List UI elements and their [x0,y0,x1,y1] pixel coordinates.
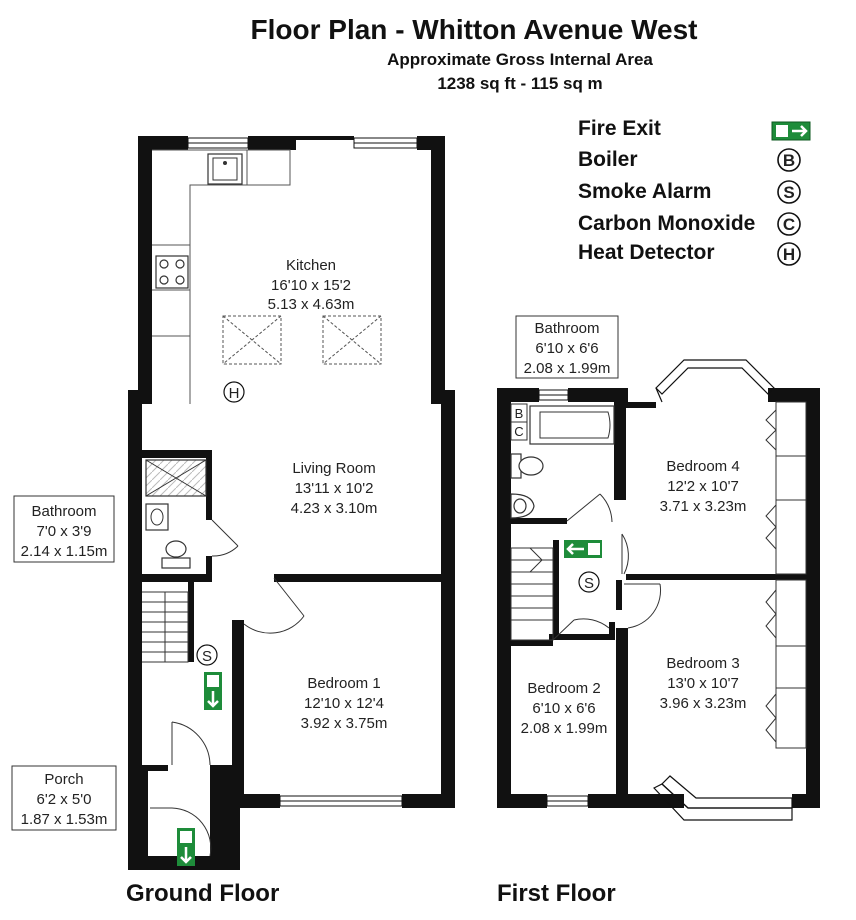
wardrobes-bedroom4 [765,401,807,575]
svg-text:Living Room: Living Room [292,460,375,477]
svg-text:Bedroom 1: Bedroom 1 [307,675,380,692]
svg-text:Bathroom: Bathroom [31,503,96,520]
svg-text:1.87 x 1.53m: 1.87 x 1.53m [21,811,108,828]
legend-boiler-label: Boiler [578,148,638,171]
fire-exit-icon [771,121,811,141]
ground-floor-label: Ground Floor [126,880,280,907]
svg-text:Porch: Porch [44,771,83,788]
smoke-alarm-icon: S [777,180,801,204]
kitchen-units [152,149,291,404]
legend-fire-exit-label: Fire Exit [578,117,661,140]
bedroom3-label: Bedroom 3 13'0 x 10'7 3.96 x 3.23m [660,655,747,712]
bedroom2-label: Bedroom 2 6'10 x 6'6 2.08 x 1.99m [521,680,608,737]
bedroom4-label: Bedroom 4 12'2 x 10'7 3.71 x 3.23m [660,458,747,515]
first-bathroom-door [566,493,613,523]
first-floor-label: First Floor [497,880,616,907]
svg-text:3.71 x 3.23m: 3.71 x 3.23m [660,498,747,515]
legend-carbon-monoxide-label: Carbon Monoxide [578,212,756,235]
carbon-monoxide-icon: C [777,212,801,236]
svg-text:C: C [783,215,795,234]
first-bathroom-label-box: Bathroom 6'10 x 6'6 2.08 x 1.99m [515,315,619,379]
first-floor-windows [538,389,589,807]
sink-icon [207,153,243,185]
smoke-alarm-marker: S [196,644,218,666]
svg-text:2.14 x 1.15m: 2.14 x 1.15m [21,543,108,560]
svg-text:Bedroom 4: Bedroom 4 [666,458,739,475]
wardrobes-bedroom3 [765,579,807,749]
legend-smoke-alarm-label: Smoke Alarm [578,180,712,203]
toilet-icon [161,540,191,569]
boiler-marker: B [510,403,528,423]
svg-text:S: S [584,575,594,592]
svg-text:5.13 x 4.63m: 5.13 x 4.63m [268,296,355,313]
svg-text:6'10 x 6'6: 6'10 x 6'6 [535,340,598,357]
heat-detector-icon: H [777,242,801,266]
kitchen-label: Kitchen 16'10 x 15'2 5.13 x 4.63m [268,257,355,313]
svg-text:7'0 x 3'9: 7'0 x 3'9 [37,523,92,540]
bath-icon [529,405,615,445]
ground-floor-walls [128,136,455,870]
porch-door [150,807,212,857]
basin-icon-first [510,493,535,519]
svg-text:S: S [202,648,212,665]
plan-area: 1238 sq ft - 115 sq m [437,74,603,93]
svg-text:H: H [783,245,795,264]
staircase-ground [142,591,189,663]
svg-text:6'10 x 6'6: 6'10 x 6'6 [532,700,595,717]
first-floor-walls [497,388,820,808]
bathroom-door [211,519,239,557]
svg-text:S: S [783,183,794,202]
plan-title: Floor Plan - Whitton Avenue West [250,14,698,45]
fire-exit-sign-porch [177,828,195,866]
svg-text:C: C [514,424,523,439]
svg-text:3.96 x 3.23m: 3.96 x 3.23m [660,695,747,712]
toilet-icon-first [510,453,544,479]
svg-text:Bedroom 2: Bedroom 2 [527,680,600,697]
svg-text:2.08 x 1.99m: 2.08 x 1.99m [524,360,611,377]
svg-text:B: B [783,151,795,170]
svg-text:4.23 x 3.10m: 4.23 x 3.10m [291,500,378,517]
bay-window-bottom [653,775,793,821]
svg-text:12'2 x 10'7: 12'2 x 10'7 [667,478,739,495]
staircase-first [510,547,554,641]
svg-text:Bathroom: Bathroom [534,320,599,337]
hall-door [171,721,211,766]
svg-text:6'2 x 5'0: 6'2 x 5'0 [37,791,92,808]
fire-exit-sign-landing [564,540,602,558]
smoke-alarm-marker-first: S [578,571,600,593]
bay-window-top [655,359,775,403]
legend-heat-detector-label: Heat Detector [578,241,715,264]
heat-detector-marker: H [223,381,245,403]
svg-text:13'0 x 10'7: 13'0 x 10'7 [667,675,739,692]
boiler-icon: B [777,148,801,172]
svg-text:3.92 x 3.75m: 3.92 x 3.75m [301,715,388,732]
ground-bathroom-label-box: Bathroom 7'0 x 3'9 2.14 x 1.15m [13,495,115,563]
basin-icon [145,503,169,531]
svg-text:B: B [515,406,524,421]
svg-text:13'11 x 10'2: 13'11 x 10'2 [295,480,374,497]
svg-text:16'10 x 15'2: 16'10 x 15'2 [271,277,351,294]
living-room-label: Living Room 13'11 x 10'2 4.23 x 3.10m [291,460,378,517]
landing-doors [552,533,662,641]
ground-floor-windows [187,137,418,807]
svg-text:Kitchen: Kitchen [286,257,336,274]
svg-text:2.08 x 1.99m: 2.08 x 1.99m [521,720,608,737]
skylight-icon [222,315,382,365]
bedroom1-door [243,577,305,634]
bedroom1-label: Bedroom 1 12'10 x 12'4 3.92 x 3.75m [301,675,388,732]
svg-text:Bedroom 3: Bedroom 3 [666,655,739,672]
shower-tray-icon [145,459,207,497]
svg-text:12'10 x 12'4: 12'10 x 12'4 [304,695,384,712]
fire-exit-sign-hall [204,672,222,710]
svg-text:H: H [229,385,240,402]
carbon-monoxide-marker: C [510,421,528,441]
porch-label-box: Porch 6'2 x 5'0 1.87 x 1.53m [11,765,117,831]
plan-subtitle: Approximate Gross Internal Area [387,50,653,69]
hob-icon [155,255,189,289]
